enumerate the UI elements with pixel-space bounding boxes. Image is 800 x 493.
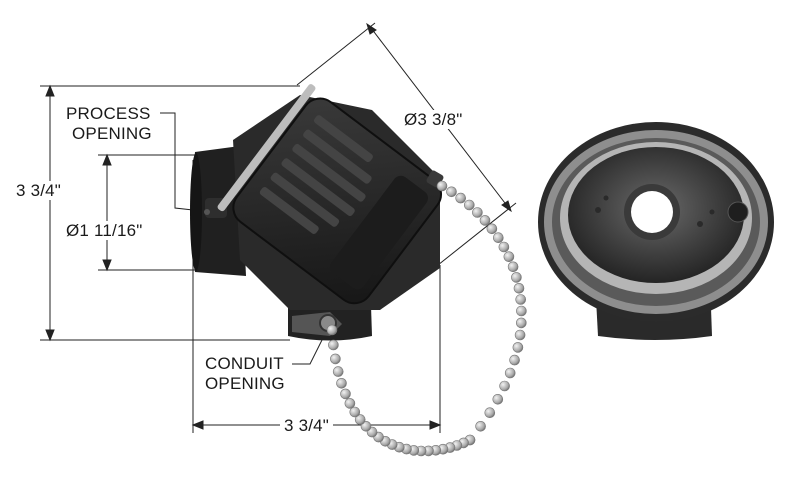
chain-bead [340, 388, 351, 400]
conduit-opening-label-line1: CONDUIT [205, 354, 284, 373]
chain-bead [499, 380, 510, 392]
conduit-opening-label-line2: OPENING [205, 374, 285, 393]
chain-bead [516, 305, 527, 317]
chain-bead [360, 420, 372, 432]
chain-bead [336, 377, 347, 389]
chain-bead [515, 294, 527, 305]
chain-bead [344, 398, 356, 409]
opening-diameter-label: Ø1 11/16" [66, 221, 143, 240]
chain-bead [436, 180, 448, 192]
chain-bead [514, 329, 526, 341]
chain-bead [504, 367, 516, 379]
chain-bead [515, 317, 527, 329]
chain-bead [455, 192, 467, 204]
overall-height-label: 3 3/4" [16, 181, 62, 200]
process-opening-label-line1: PROCESS [66, 104, 151, 123]
chain-bead [513, 282, 525, 294]
cover-diameter-label: Ø3 3/8" [404, 110, 463, 129]
chain-bead [328, 339, 339, 351]
chain-bead [463, 199, 475, 211]
chain-bead [511, 272, 522, 283]
chain-bead [330, 353, 341, 365]
chain-bead [475, 420, 486, 432]
chain-bead [498, 241, 510, 253]
chain-bead [354, 414, 366, 425]
top-view-housing [538, 122, 774, 340]
chain-bead [326, 324, 338, 336]
process-opening-label-line2: OPENING [72, 124, 152, 143]
chain-bead [479, 215, 491, 226]
chain-bead [486, 223, 498, 235]
chain-bead [472, 207, 483, 218]
chain-bead [332, 366, 344, 377]
overall-width-label: 3 3/4" [280, 416, 334, 435]
chain-bead [492, 393, 504, 405]
chain-bead [503, 251, 515, 263]
chain-bead [484, 407, 496, 419]
chain-bead [507, 261, 519, 273]
chain-bead [509, 354, 520, 366]
bead-chain [326, 180, 527, 457]
side-view-housing [190, 84, 444, 341]
chain-bead [492, 232, 504, 243]
chain-bead [446, 186, 457, 198]
chain-bead [349, 406, 361, 418]
chain-bead [512, 342, 524, 353]
